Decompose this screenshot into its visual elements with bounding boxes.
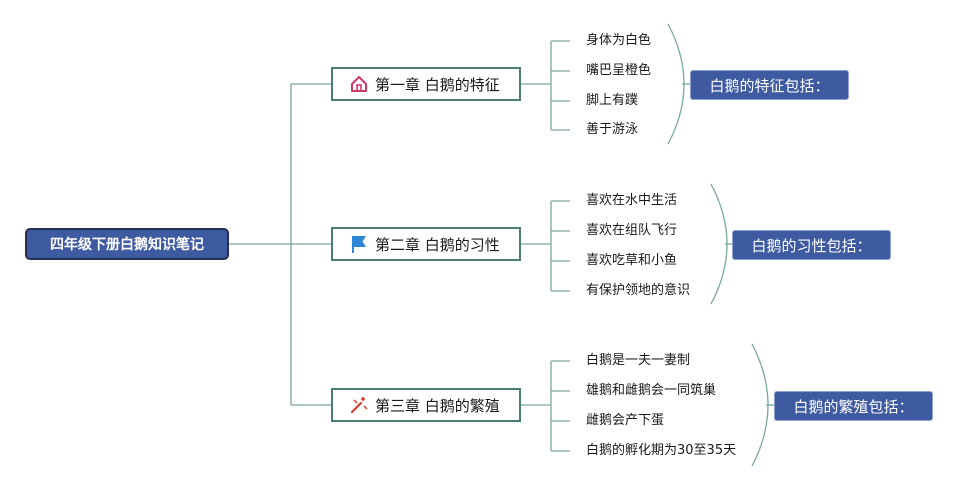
summary-label: 白鹅的繁殖包括： (793, 397, 914, 416)
flag-icon (349, 234, 369, 254)
chapter-node-features[interactable]: 第一章 白鹅的特征 (331, 67, 521, 101)
leaf-item[interactable]: 白鹅是一夫一妻制 (586, 353, 691, 368)
leaf-item[interactable]: 身体为白色 (586, 33, 652, 48)
leaf-item[interactable]: 嘴巴呈橙色 (586, 63, 652, 78)
leaf-item[interactable]: 喜欢吃草和小鱼 (586, 253, 678, 268)
leaf-item[interactable]: 脚上有蹼 (586, 93, 639, 108)
leaf-item[interactable]: 白鹅的孵化期为30至35天 (586, 443, 737, 458)
root-label: 四年级下册白鹅知识笔记 (50, 237, 204, 253)
summary-label: 白鹅的特征包括： (709, 76, 830, 95)
leaf-item[interactable]: 喜欢在水中生活 (586, 193, 678, 208)
leaf-item[interactable]: 雌鹅会产下蛋 (586, 413, 665, 428)
chapter-label: 第一章 白鹅的特征 (375, 75, 500, 94)
chapter-node-reproduction[interactable]: 第三章 白鹅的繁殖 (331, 388, 521, 422)
summary-node-features[interactable]: 白鹅的特征包括： (690, 70, 849, 100)
leaf-item[interactable]: 喜欢在组队飞行 (586, 223, 678, 238)
summary-label: 白鹅的习性包括： (751, 236, 872, 255)
magic-wand-icon (349, 395, 369, 415)
summary-node-habits[interactable]: 白鹅的习性包括： (732, 230, 891, 260)
chapter-node-habits[interactable]: 第二章 白鹅的习性 (331, 227, 521, 261)
chapter-label: 第三章 白鹅的繁殖 (375, 396, 500, 415)
chapter-label: 第二章 白鹅的习性 (375, 235, 500, 254)
leaf-item[interactable]: 有保护领地的意识 (586, 283, 691, 298)
leaf-item[interactable]: 善于游泳 (586, 122, 639, 137)
root-node[interactable]: 四年级下册白鹅知识笔记 (25, 228, 229, 260)
home-icon (349, 74, 369, 94)
summary-node-reproduction[interactable]: 白鹅的繁殖包括： (774, 391, 933, 421)
leaf-item[interactable]: 雄鹅和雌鹅会一同筑巢 (586, 383, 717, 398)
